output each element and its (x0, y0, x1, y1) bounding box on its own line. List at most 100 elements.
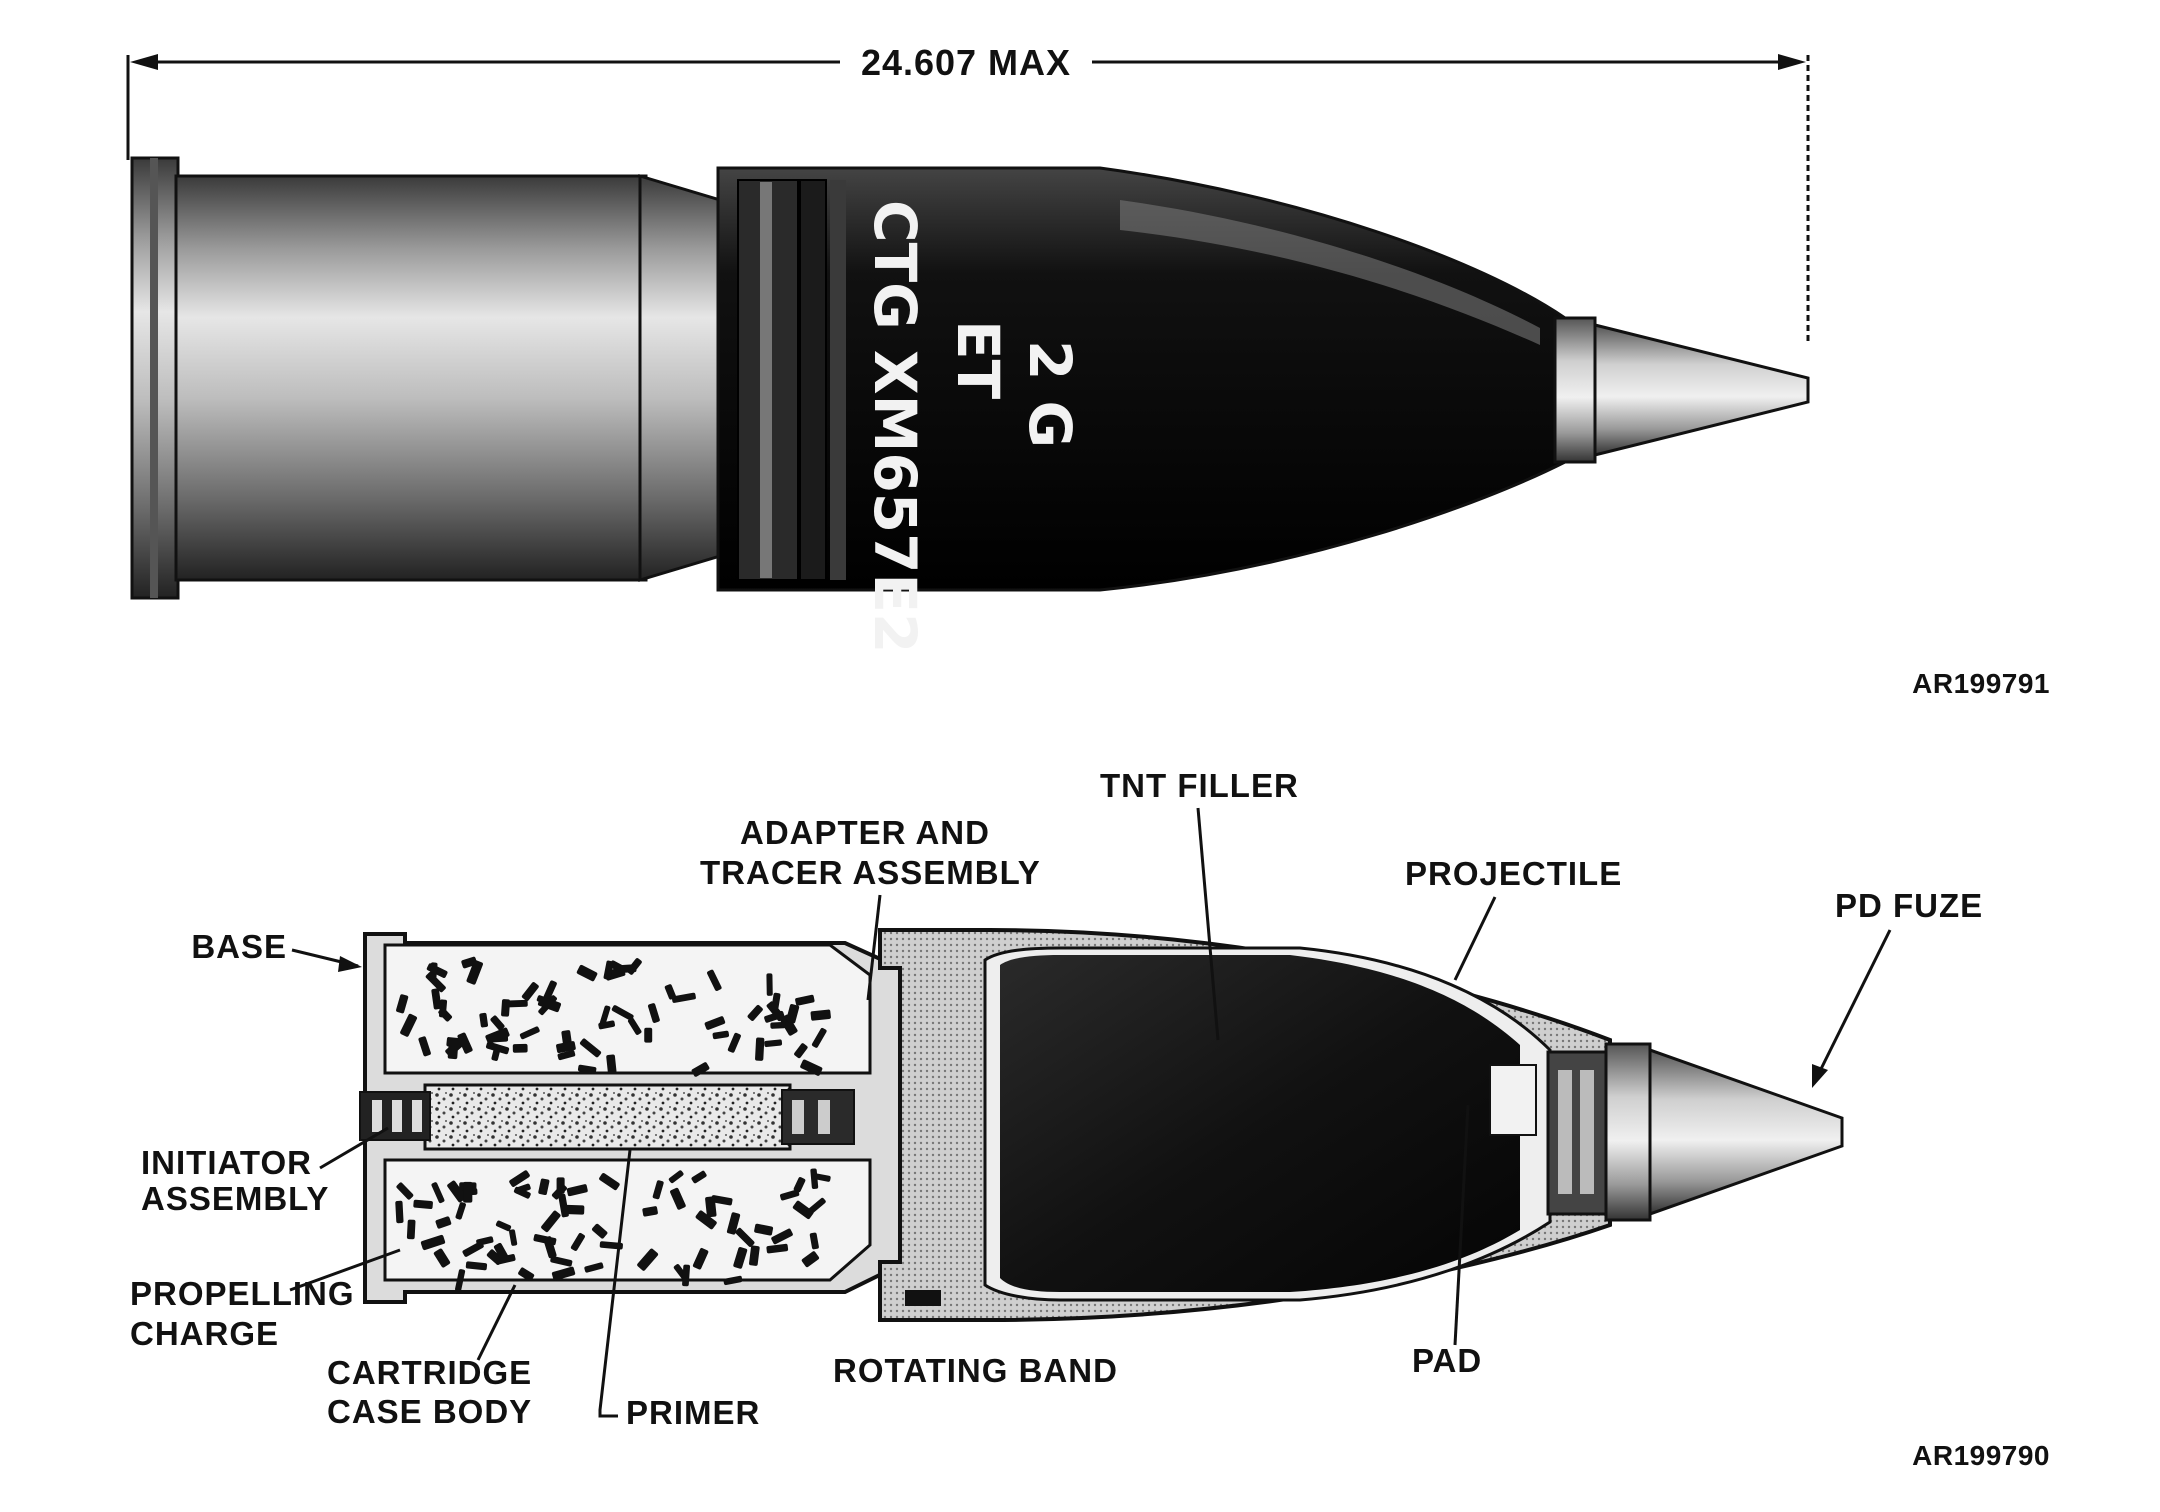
propellant-grain (755, 1037, 765, 1061)
propellant-grain (599, 1173, 620, 1191)
propellant-grain (754, 1223, 774, 1236)
label-adapter-2: TRACER ASSEMBLY (700, 854, 1041, 891)
propellant-grain (509, 1229, 518, 1246)
figure-id-top: AR199791 (1912, 668, 2050, 699)
propellant-grain (652, 1180, 664, 1200)
propellant-grain (800, 1059, 823, 1076)
propellant-grain (794, 1043, 808, 1059)
propellant-grain (705, 1196, 717, 1218)
propellant-grain (413, 1199, 433, 1210)
propellant-grain (671, 992, 696, 1003)
propellant-grain (611, 1005, 634, 1021)
propellant-grain (627, 1017, 642, 1035)
propellant-grain (513, 1186, 531, 1199)
propellant-grain (771, 1228, 793, 1245)
propellant-grain (642, 1206, 658, 1217)
label-initiator-2: ASSEMBLY (141, 1180, 329, 1217)
stencil-line-1: CTG XM657E2 (861, 200, 929, 653)
exterior-view: 24.607 MAX CTG XM657E2 ET 2 G A (126, 42, 2050, 699)
label-propelling-1: PROPELLING (130, 1275, 355, 1312)
rotating-band (905, 1290, 941, 1306)
propellant-grain (395, 1200, 404, 1224)
propellant-grain (733, 1247, 748, 1269)
propellant-grain (431, 1182, 445, 1204)
propellant-grain (396, 1182, 414, 1200)
propellant-grain (466, 960, 483, 985)
propellant-grain (727, 1032, 741, 1053)
propellant-grain (425, 972, 446, 993)
propellant-grain (584, 1262, 604, 1273)
propellant-grain (485, 1041, 510, 1055)
propellant-grain (747, 1004, 763, 1021)
propellant-grain (809, 1232, 819, 1250)
propellant-grain (455, 1269, 466, 1292)
propellant-grain (433, 1248, 451, 1268)
propellant-grain (465, 1261, 488, 1271)
propellant-grain (793, 1177, 806, 1193)
propellant-grain (537, 996, 562, 1013)
propellant-grain (406, 1219, 416, 1240)
propellant-grain (801, 1251, 820, 1268)
propellant-grain (766, 1243, 789, 1254)
label-cartridge-2: CASE BODY (327, 1393, 532, 1430)
propellant-grain (711, 1195, 733, 1206)
propellant-grain (691, 1062, 710, 1077)
propellant-grain (551, 1183, 567, 1200)
propellant-grain (704, 1016, 726, 1030)
propellant-grain (795, 994, 815, 1006)
pd-fuze-exterior (1553, 316, 1810, 464)
propellant-grain (396, 994, 409, 1014)
label-pad: PAD (1412, 1342, 1482, 1379)
propellant-grain (599, 1241, 623, 1250)
projectile-exterior (716, 166, 1567, 592)
propellant-grain (811, 1027, 827, 1048)
propellant-grain (550, 1255, 573, 1267)
label-initiator-1: INITIATOR (141, 1144, 312, 1181)
propellant-grain (495, 1220, 512, 1232)
label-rotating-band: ROTATING BAND (833, 1352, 1118, 1389)
propellant-grain (577, 1064, 597, 1074)
propellant-grain (766, 973, 773, 996)
propellant-grain (435, 1216, 452, 1229)
propellant-grain (771, 992, 781, 1010)
propellant-grain (647, 1003, 660, 1023)
propellant-grain (570, 1232, 585, 1251)
propellant-grain (506, 999, 528, 1008)
propellant-grain (712, 1030, 730, 1040)
propellant-grain (566, 1184, 588, 1197)
label-tnt-filler: TNT FILLER (1100, 767, 1299, 804)
propellant-grain (485, 1027, 510, 1045)
stencil-line-2: ET (944, 320, 1012, 400)
propellant-grain (551, 1266, 576, 1281)
propellant-grain (637, 1248, 659, 1271)
propellant-grain (558, 1193, 569, 1218)
propellant-grain (806, 1197, 826, 1216)
propellant-grain (493, 1242, 509, 1262)
propellant-grain (576, 964, 598, 982)
propellant-grain (691, 1170, 707, 1184)
propellant-grain (810, 1168, 819, 1189)
propellant-grain (792, 1200, 814, 1220)
propellant-grain (786, 1004, 800, 1024)
propellant-grain (400, 1013, 418, 1037)
propellant-grain (418, 1036, 431, 1057)
propellant-grain (779, 1014, 798, 1036)
propellant-grains (395, 956, 831, 1292)
propellant-grain (620, 964, 637, 973)
propellant-grain (463, 1181, 473, 1203)
propellant-grain (749, 1245, 760, 1266)
propelling-charge-lower (383, 1158, 872, 1282)
propellant-grain (668, 1170, 684, 1184)
propellant-grain (726, 1212, 741, 1235)
propellant-grain (461, 956, 478, 969)
primer-tube (423, 1083, 792, 1151)
propellant-grain (695, 1210, 717, 1230)
label-adapter-1: ADAPTER AND (740, 814, 990, 851)
propellant-grain (541, 1210, 561, 1233)
propellant-grain (431, 988, 442, 1010)
figure-id-bottom: AR199790 (1912, 1440, 2050, 1471)
propellant-grain (455, 1202, 466, 1220)
propellant-grain (447, 1180, 467, 1203)
propellant-grain (770, 1021, 787, 1029)
dimension-line (126, 54, 1810, 345)
